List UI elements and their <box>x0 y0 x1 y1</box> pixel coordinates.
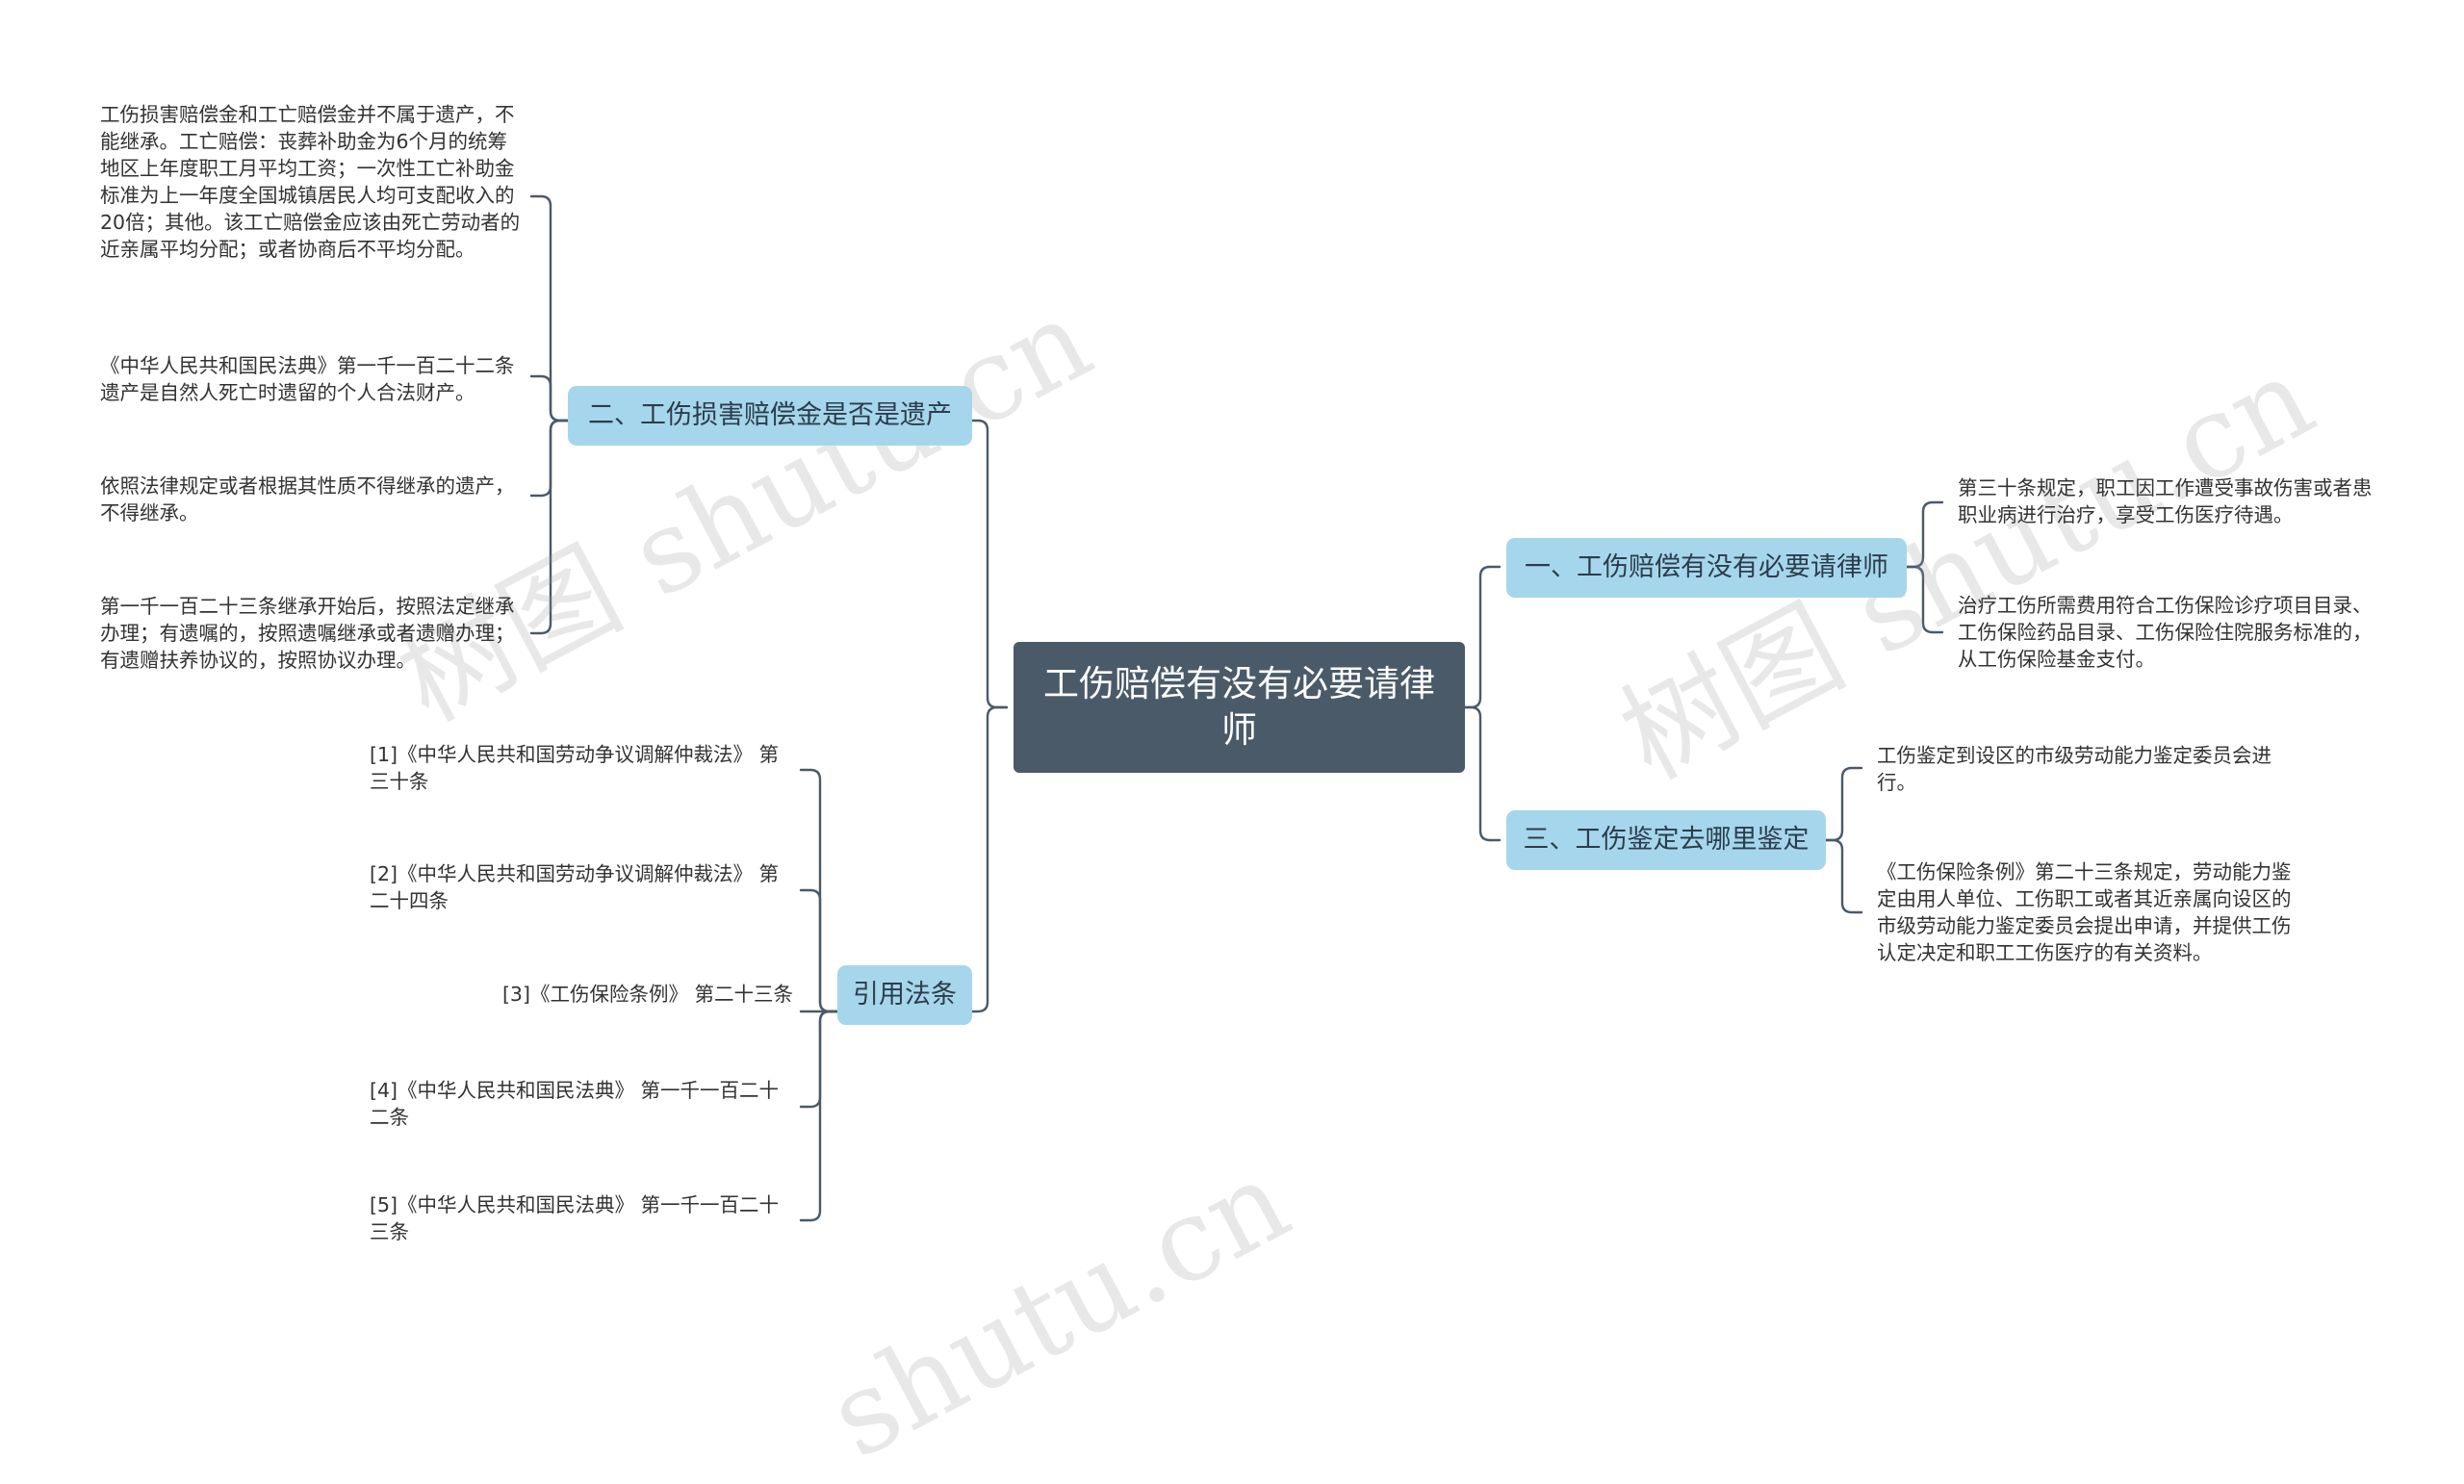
watermark-bottom-left: shutu.cn <box>808 1133 1310 1484</box>
leaf-text: 工伤损害赔偿金和工亡赔偿金并不属于遗产，不能继承。工亡赔偿：丧葬补助金为6个月的… <box>100 103 521 261</box>
cited-law-item: [2]《中华人民共和国劳动争议调解仲裁法》 第二十四条 <box>370 862 780 912</box>
edge-root-b2 <box>968 419 1009 709</box>
edge-root-b3 <box>1458 705 1502 842</box>
leaf-text: 工伤鉴定到设区的市级劳动能力鉴定委员会进行。 <box>1877 744 2272 794</box>
leaf-text: 《工伤保险条例》第二十三条规定，劳动能力鉴定由用人单位、工伤职工或者其近亲属向设… <box>1877 860 2292 964</box>
leaf-text: 治疗工伤所需费用符合工伤保险诊疗项目目录、工伤保险药品目录、工伤保险住院服务标准… <box>1958 594 2373 671</box>
edge-root-b1 <box>1458 565 1502 709</box>
leaf-text: 第三十条规定，职工因工作遭受事故伤害或者患职业病进行治疗，享受工伤医疗待遇。 <box>1958 476 2373 526</box>
cited-law-item: [5]《中华人民共和国民法典》 第一千一百二十三条 <box>370 1193 780 1243</box>
leaf-text: 《中华人民共和国民法典》第一千一百二十二条遗产是自然人死亡时遗留的个人合法财产。 <box>100 354 515 404</box>
branch-injury-appraisal[interactable]: 三、工伤鉴定去哪里鉴定 <box>1506 810 1826 870</box>
leaf-text: 第一千一百二十三条继承开始后，按照法定继承办理；有遗嘱的，按照遗嘱继承或者遗赠办… <box>100 595 515 672</box>
branch-label: 引用法条 <box>853 980 957 1010</box>
branch-lawyer-necessity[interactable]: 一、工伤赔偿有没有必要请律师 <box>1506 538 1907 598</box>
branch-label: 三、工伤鉴定去哪里鉴定 <box>1523 825 1810 855</box>
cited-law-item: [4]《中华人民共和国民法典》 第一千一百二十二条 <box>370 1079 780 1129</box>
edge-root-b4 <box>968 705 1009 1013</box>
branch-label: 二、工伤损害赔偿金是否是遗产 <box>588 400 952 430</box>
branch-compensation-inheritance[interactable]: 二、工伤损害赔偿金是否是遗产 <box>568 386 972 446</box>
cited-law-item: [3]《工伤保险条例》 第二十三条 <box>501 983 793 1006</box>
root-topic-label: 工伤赔偿有没有必要请律师 <box>1043 663 1435 751</box>
branch-cited-laws[interactable]: 引用法条 <box>837 965 972 1025</box>
root-topic[interactable]: 工伤赔偿有没有必要请律师 <box>1014 642 1465 773</box>
branch-label: 一、工伤赔偿有没有必要请律师 <box>1525 552 1888 582</box>
cited-law-item: [1]《中华人民共和国劳动争议调解仲裁法》 第三十条 <box>370 743 780 793</box>
leaf-text: 依照法律规定或者根据其性质不得继承的遗产，不得继承。 <box>100 474 515 525</box>
